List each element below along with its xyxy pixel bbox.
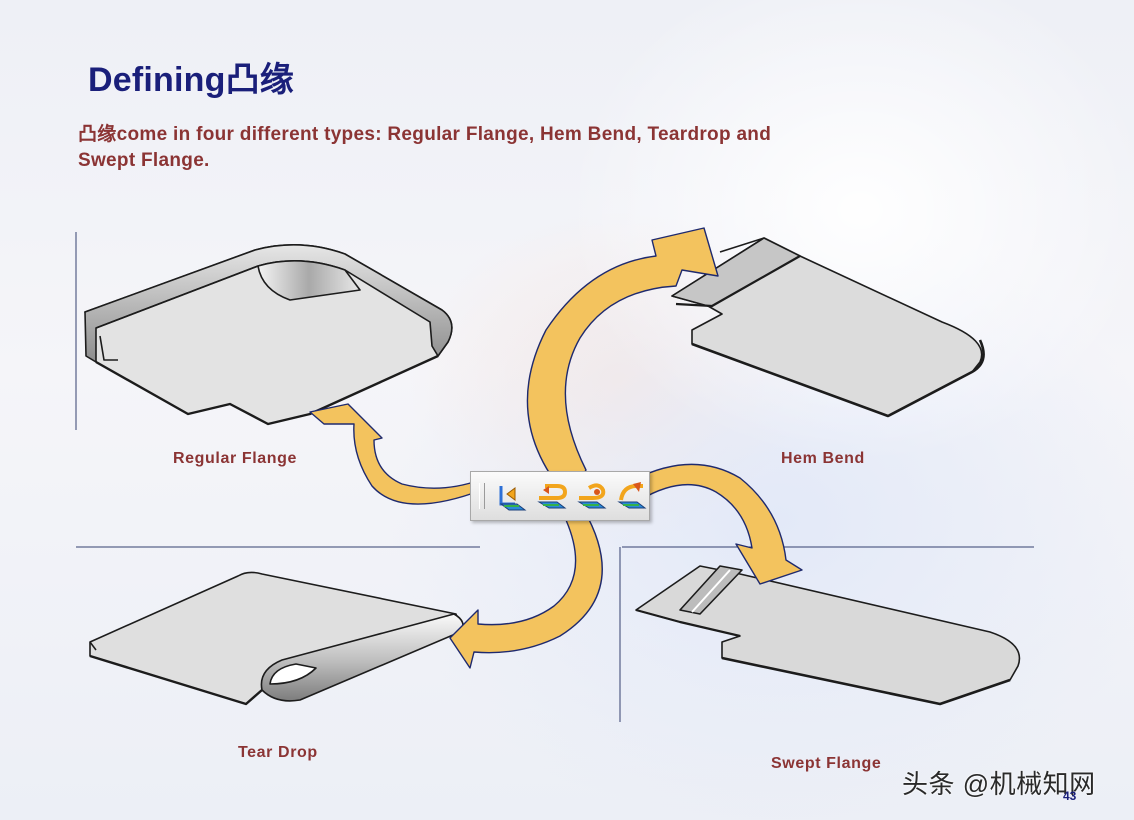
regular-flange-part <box>84 244 453 426</box>
arrow-to-swept-flange <box>625 463 803 585</box>
label-tear-drop: Tear Drop <box>238 744 318 761</box>
slide-title: Defining凸缘 <box>88 61 294 99</box>
tear-drop-icon[interactable] <box>575 480 608 513</box>
arrow-to-hem-bend <box>526 227 719 499</box>
type-arrows <box>309 227 803 669</box>
page-number: 43 <box>1063 789 1077 803</box>
label-hem-bend: Hem Bend <box>781 450 865 467</box>
intro-text: 凸缘come in four different types: Regular … <box>78 124 772 171</box>
toolbar-grip[interactable] <box>479 483 485 509</box>
flange-icon[interactable] <box>495 480 528 513</box>
tear-drop-part <box>89 571 464 706</box>
arrow-to-tear-drop <box>449 509 603 669</box>
swept-flange-part <box>635 565 1021 706</box>
swept-flange-icon[interactable] <box>615 480 648 513</box>
label-swept-flange: Swept Flange <box>771 755 882 772</box>
watermark-text: 头条 @机械知网 <box>902 769 1096 799</box>
arrow-to-regular-flange <box>309 403 483 505</box>
hem-bend-part <box>671 237 985 418</box>
divider-lines <box>75 232 1034 722</box>
label-regular-flange: Regular Flange <box>173 450 297 467</box>
flange-toolbar <box>470 471 650 521</box>
hem-icon[interactable] <box>535 480 568 513</box>
